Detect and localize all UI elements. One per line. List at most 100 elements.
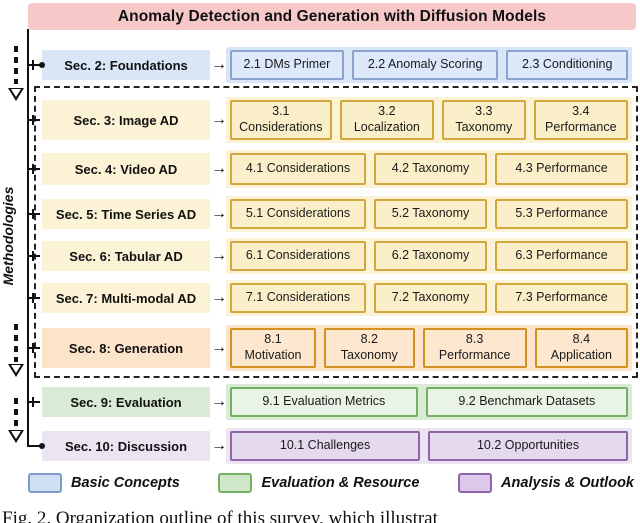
section-row-sec-5: Sec. 5: Time Series AD→5.1 Consideration… [0, 196, 640, 232]
section-label-sec-10: Sec. 10: Discussion [42, 431, 210, 461]
branch-tick-sec-4 [32, 164, 34, 174]
section-row-sec-7: Sec. 7: Multi-modal AD→7.1 Consideration… [0, 280, 640, 316]
subsection-box-sec-4-3: 4.3 Performance [495, 153, 628, 185]
branch-line-sec-9 [28, 401, 40, 403]
flow-arrow-icon: → [211, 437, 227, 454]
branch-line-sec-10 [28, 445, 40, 447]
subsection-box-sec-4-2: 4.2 Taxonomy [373, 153, 488, 185]
flow-dash-1 [14, 46, 18, 84]
subsection-box-sec-2-1: 2.1 DMs Primer [230, 50, 344, 80]
legend-item-1: Basic Concepts [28, 473, 180, 493]
flow-arrow-icon: → [211, 339, 227, 356]
legend-swatch-icon [28, 473, 62, 493]
spine-line [27, 29, 29, 447]
flow-dash-2 [14, 324, 18, 362]
title-banner: Anomaly Detection and Generation with Di… [28, 3, 636, 30]
subsection-box-sec-8-4: 8.4 Application [534, 328, 628, 368]
subsection-box-sec-9-1: 9.1 Evaluation Metrics [230, 387, 418, 417]
down-arrow-icon [8, 430, 24, 443]
branch-line-sec-7 [28, 297, 40, 299]
subsection-box-sec-8-1: 8.1 Motivation [230, 328, 316, 368]
flow-arrow-icon: → [211, 393, 227, 410]
legend-label: Basic Concepts [71, 475, 180, 491]
subsection-box-sec-3-2: 3.2 Localization [339, 100, 435, 140]
section-label-sec-9: Sec. 9: Evaluation [42, 387, 210, 417]
section-row-sec-9: Sec. 9: Evaluation→9.1 Evaluation Metric… [0, 384, 640, 420]
subsection-box-sec-6-1: 6.1 Considerations [230, 241, 366, 271]
subsection-box-sec-3-4: 3.4 Performance [533, 100, 629, 140]
branch-tick-sec-8 [32, 343, 34, 353]
section-label-sec-5: Sec. 5: Time Series AD [42, 199, 210, 229]
subsection-box-sec-5-3: 5.3 Performance [495, 199, 628, 229]
legend-label: Analysis & Outlook [501, 475, 634, 491]
subsection-box-sec-2-3: 2.3 Conditioning [506, 50, 628, 80]
section-label-sec-8: Sec. 8: Generation [42, 328, 210, 368]
section-label-sec-4: Sec. 4: Video AD [42, 153, 210, 185]
legend-swatch-icon [458, 473, 493, 493]
subsection-box-sec-10-1: 10.1 Challenges [230, 431, 421, 461]
branch-dot-sec-10 [39, 443, 45, 449]
subsection-box-sec-6-3: 6.3 Performance [495, 241, 628, 271]
subsection-box-sec-9-2: 9.2 Benchmark Datasets [425, 387, 628, 417]
flow-arrow-icon: → [211, 111, 227, 128]
section-label-sec-6: Sec. 6: Tabular AD [42, 241, 210, 271]
legend-item-3: Analysis & Outlook [458, 473, 634, 493]
section-label-sec-7: Sec. 7: Multi-modal AD [42, 283, 210, 313]
branch-line-sec-4 [28, 168, 40, 170]
down-arrow-icon [8, 364, 24, 377]
subsection-box-sec-7-1: 7.1 Considerations [230, 283, 366, 313]
flow-arrow-icon: → [211, 56, 227, 73]
branch-line-sec-3 [28, 119, 40, 121]
subsection-box-sec-6-2: 6.2 Taxonomy [373, 241, 488, 271]
legend-item-2: Evaluation & Resource [218, 473, 419, 493]
section-label-sec-3: Sec. 3: Image AD [42, 100, 210, 140]
flow-dash-3 [14, 398, 18, 428]
legend-label: Evaluation & Resource [261, 475, 420, 491]
subsection-box-sec-5-1: 5.1 Considerations [230, 199, 366, 229]
flow-arrow-icon: → [211, 289, 227, 306]
legend-swatch-icon [218, 473, 253, 493]
branch-line-sec-6 [28, 255, 40, 257]
subsection-box-sec-2-2: 2.2 Anomaly Scoring [351, 50, 499, 80]
flow-arrow-icon: → [211, 160, 227, 177]
branch-line-sec-5 [28, 213, 40, 215]
branch-line-sec-8 [28, 347, 40, 349]
methodologies-frame [34, 86, 638, 378]
branch-tick-sec-7 [32, 293, 34, 303]
subsection-box-sec-7-2: 7.2 Taxonomy [373, 283, 488, 313]
flow-arrow-icon: → [211, 247, 227, 264]
legend: Basic Concepts Evaluation & Resource Analy… [28, 470, 634, 496]
subsection-box-sec-8-3: 8.3 Performance [422, 328, 527, 368]
flow-arrow-icon: → [211, 205, 227, 222]
branch-line-sec-2 [28, 64, 40, 66]
section-label-sec-2: Sec. 2: Foundations [42, 50, 210, 80]
figure-title: Anomaly Detection and Generation with Di… [117, 7, 547, 25]
branch-tick-sec-5 [32, 209, 34, 219]
figure-caption: Fig. 2. Organization outline of this sur… [2, 508, 438, 523]
subsection-box-sec-8-2: 8.2 Taxonomy [323, 328, 415, 368]
subsection-box-sec-3-3: 3.3 Taxonomy [442, 100, 526, 140]
branch-tick-sec-3 [32, 115, 34, 125]
subsection-box-sec-5-2: 5.2 Taxonomy [373, 199, 488, 229]
branch-tick-sec-2 [32, 60, 34, 70]
subsection-box-sec-3-1: 3.1 Considerations [230, 100, 332, 140]
branch-tick-sec-6 [32, 251, 34, 261]
subsection-box-sec-4-1: 4.1 Considerations [230, 153, 366, 185]
branch-dot-sec-2 [39, 62, 45, 68]
subsection-box-sec-10-2: 10.2 Opportunities [428, 431, 628, 461]
